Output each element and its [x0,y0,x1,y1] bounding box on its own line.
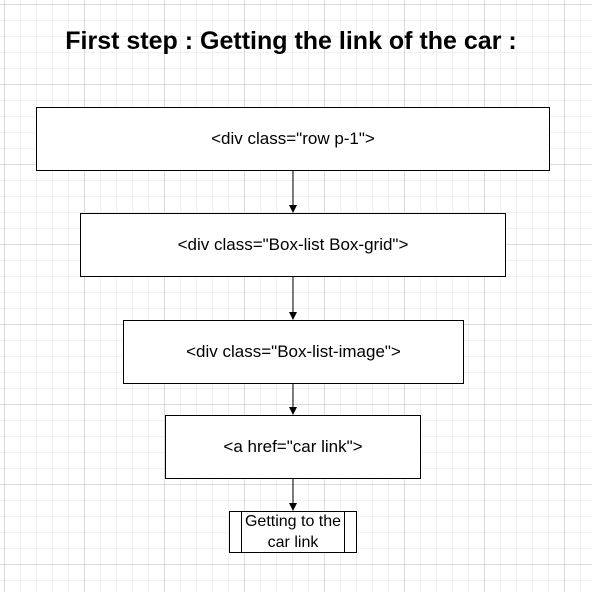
node-row-div-label: <div class="row p-1"> [211,129,375,148]
node-box-list-div-label: <div class="Box-list Box-grid"> [177,235,409,254]
edge-arrow-4 [289,479,297,511]
arrowhead-icon [289,503,297,511]
node-box-list-div[interactable]: <div class="Box-list Box-grid"> [80,213,506,277]
node-box-list-image-div[interactable]: <div class="Box-list-image"> [123,320,464,384]
arrowhead-icon [289,312,297,320]
node-car-link-anchor-label: <a href="car link"> [223,437,363,456]
node-box-list-image-div-label: <div class="Box-list-image"> [186,342,401,361]
node-process-label: Getting to the car link [244,513,342,551]
arrowhead-icon [289,407,297,415]
edge-arrow-3 [289,384,297,415]
node-process-getting-car-link[interactable]: Getting to the car link [229,511,357,553]
process-left-bar [241,512,242,552]
edge-arrow-2 [289,277,297,320]
process-right-bar [344,512,345,552]
diagram-title: First step : Getting the link of the car… [65,27,517,55]
edge-arrow-1 [289,171,297,213]
node-row-div[interactable]: <div class="row p-1"> [36,107,550,171]
node-car-link-anchor[interactable]: <a href="car link"> [165,415,421,479]
arrowhead-icon [289,205,297,213]
